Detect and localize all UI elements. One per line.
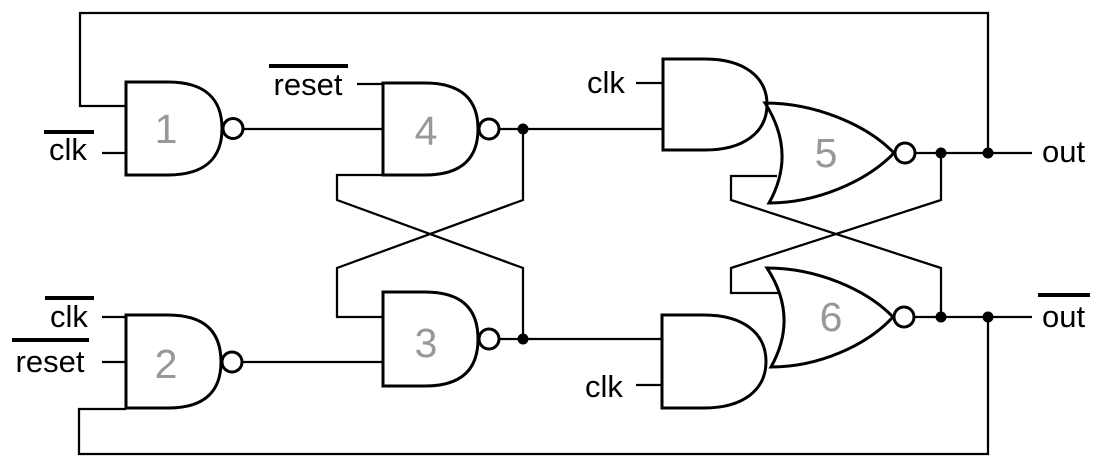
label-clk-gate6: clk [585,369,623,404]
gate-4-number: 4 [415,108,438,154]
gate-4-inversion-bubble [477,117,501,141]
label-resetbar-gate2: reset [16,344,85,379]
junction-dot-gate4-out [517,123,529,135]
junction-dot-gate6-out [935,311,947,323]
gate-2-inversion-bubble [220,350,244,374]
gate-2-number: 2 [155,341,178,387]
gate-6-number: 6 [820,294,843,340]
gate-1-number: 1 [155,106,178,152]
gate-5-inversion-bubble [893,141,917,165]
gate-5-nor-body [762,101,897,205]
signal-labels: clk reset clk reset clk clk out out [12,64,1090,404]
wire-cross-gate6-to-gate5 [729,174,943,317]
gate-3-number: 3 [415,320,438,366]
junction-dot-outbar-feedback [982,311,994,323]
gate-3-inversion-bubble [477,327,501,351]
wire-cross-gate4-to-gate3 [335,129,525,319]
gate-numbers: 1 4 2 3 5 6 [155,106,843,387]
label-clkbar-gate2: clk [50,299,88,334]
gate-1-inversion-bubble [221,117,245,140]
label-outbar: out [1042,299,1085,334]
wire-feedback-bottom [77,317,990,456]
gate-5-number: 5 [815,130,838,176]
wires [77,11,1032,456]
wire-cross-gate3-to-gate4 [335,173,525,339]
gate-5-and-body [661,57,769,152]
label-resetbar-gate4: reset [274,67,343,102]
junction-dot-gate5-out [935,147,947,159]
label-out: out [1042,134,1085,169]
junction-dot-out-feedback [982,147,994,159]
gate-6-and-body [660,313,768,410]
gate-6-inversion-bubble [892,305,916,329]
junction-dots [517,123,994,345]
wire-feedback-top [78,11,990,153]
gates [124,57,917,410]
label-clk-gate5: clk [587,65,625,100]
junction-dot-gate3-out [517,333,529,345]
label-clkbar-gate1: clk [49,132,87,167]
wire-cross-gate5-to-gate6 [729,153,943,295]
gate-6-nor-body [764,266,896,369]
